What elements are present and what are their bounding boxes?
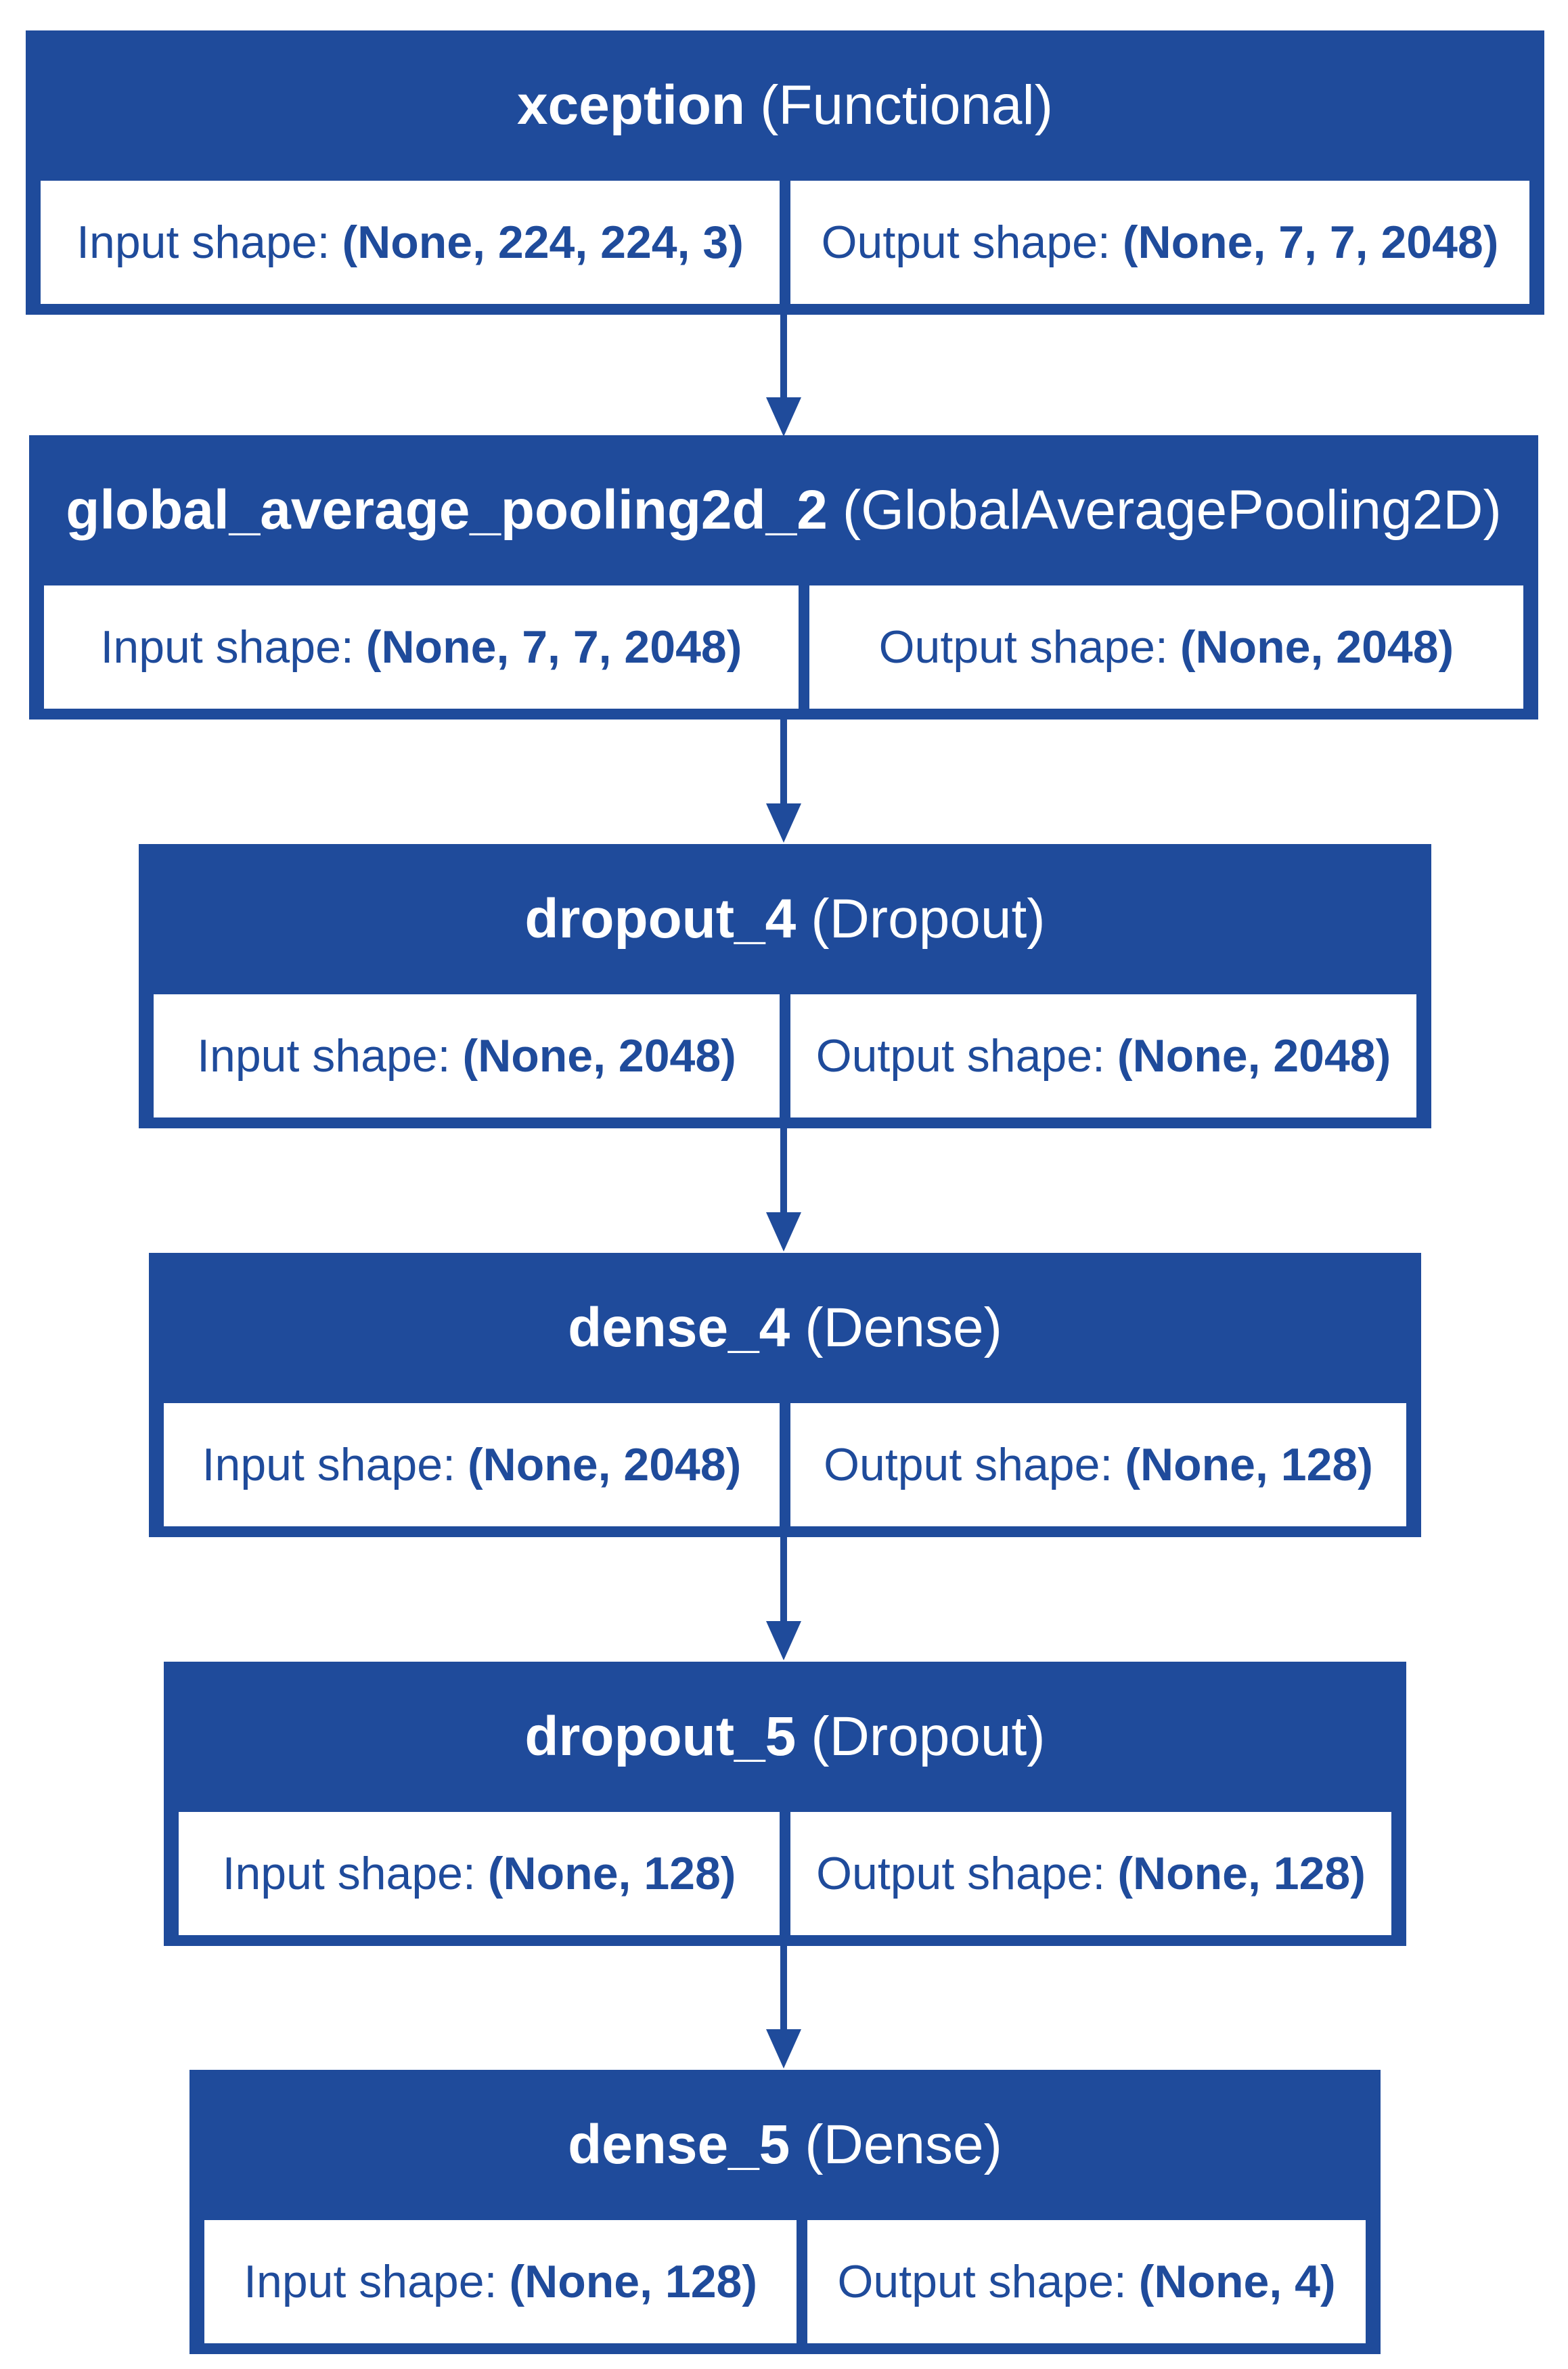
layer-node-dense-4: dense_4 (Dense) Input shape: (None, 2048…	[149, 1253, 1421, 1537]
input-shape-cell: Input shape: (None, 224, 224, 3)	[41, 181, 780, 304]
output-shape-value: (None, 7, 7, 2048)	[1122, 217, 1499, 268]
layer-node-global-average-pooling2d-2: global_average_pooling2d_2 (GlobalAverag…	[29, 435, 1538, 719]
output-shape-label: Output shape:	[878, 621, 1168, 673]
arrow-down-icon	[766, 1212, 801, 1252]
arrow-line	[780, 718, 787, 809]
output-shape-label: Output shape:	[821, 217, 1111, 268]
connector-arrow	[763, 718, 804, 843]
layer-type: (Dropout)	[811, 888, 1046, 950]
input-shape-label: Input shape:	[197, 1030, 451, 1082]
layer-title: global_average_pooling2d_2 (GlobalAverag…	[29, 435, 1538, 585]
layer-name: dense_5	[568, 2114, 790, 2175]
input-shape-label: Input shape:	[202, 1439, 455, 1490]
layer-type: (Dense)	[805, 2114, 1002, 2175]
layer-node-xception: xception (Functional) Input shape: (None…	[26, 30, 1544, 315]
arrow-line	[780, 1536, 787, 1626]
input-shape-value: (None, 128)	[509, 2256, 757, 2307]
layer-type: (Dense)	[805, 1297, 1002, 1358]
input-shape-label: Input shape:	[222, 1848, 476, 1899]
layer-name: dropout_5	[524, 1706, 797, 1767]
layer-name: xception	[516, 74, 746, 136]
connector-arrow	[763, 1945, 804, 2068]
connector-arrow	[763, 1127, 804, 1252]
output-shape-cell: Output shape: (None, 2048)	[809, 585, 1523, 709]
input-shape-cell: Input shape: (None, 128)	[204, 2220, 797, 2343]
output-shape-cell: Output shape: (None, 4)	[807, 2220, 1366, 2343]
input-shape-cell: Input shape: (None, 2048)	[154, 994, 780, 1117]
layer-node-dense-5: dense_5 (Dense) Input shape: (None, 128)…	[189, 2070, 1381, 2354]
arrow-down-icon	[766, 2029, 801, 2068]
input-shape-label: Input shape:	[100, 621, 354, 673]
layer-title: dropout_4 (Dropout)	[139, 844, 1431, 994]
shape-cells: Input shape: (None, 7, 7, 2048) Output s…	[29, 585, 1538, 709]
layer-node-dropout-5: dropout_5 (Dropout) Input shape: (None, …	[164, 1662, 1406, 1946]
layer-type: (GlobalAveragePooling2D)	[842, 479, 1502, 541]
layer-name: dense_4	[568, 1297, 790, 1358]
shape-cells: Input shape: (None, 2048) Output shape: …	[139, 994, 1431, 1117]
layer-title: dense_4 (Dense)	[149, 1253, 1421, 1403]
input-shape-cell: Input shape: (None, 2048)	[164, 1403, 780, 1526]
output-shape-cell: Output shape: (None, 128)	[790, 1812, 1391, 1935]
connector-arrow	[763, 313, 804, 437]
output-shape-value: (None, 128)	[1117, 1848, 1366, 1899]
layer-name: global_average_pooling2d_2	[66, 479, 828, 541]
output-shape-value: (None, 2048)	[1117, 1030, 1391, 1082]
layer-title: xception (Functional)	[26, 30, 1544, 181]
output-shape-value: (None, 4)	[1138, 2256, 1336, 2307]
shape-cells: Input shape: (None, 128) Output shape: (…	[189, 2220, 1381, 2343]
arrow-down-icon	[766, 397, 801, 437]
output-shape-cell: Output shape: (None, 2048)	[790, 994, 1416, 1117]
input-shape-label: Input shape:	[244, 2256, 497, 2307]
arrow-line	[780, 1945, 787, 2035]
input-shape-cell: Input shape: (None, 7, 7, 2048)	[44, 585, 799, 709]
arrow-line	[780, 1127, 787, 1218]
output-shape-label: Output shape:	[815, 1030, 1105, 1082]
output-shape-label: Output shape:	[824, 1439, 1113, 1490]
input-shape-value: (None, 2048)	[467, 1439, 742, 1490]
output-shape-label: Output shape:	[837, 2256, 1127, 2307]
shape-cells: Input shape: (None, 224, 224, 3) Output …	[26, 181, 1544, 304]
input-shape-value: (None, 2048)	[462, 1030, 736, 1082]
layer-node-dropout-4: dropout_4 (Dropout) Input shape: (None, …	[139, 844, 1431, 1128]
input-shape-value: (None, 7, 7, 2048)	[365, 621, 742, 673]
shape-cells: Input shape: (None, 2048) Output shape: …	[149, 1403, 1421, 1526]
connector-arrow	[763, 1536, 804, 1660]
layer-name: dropout_4	[524, 888, 797, 950]
layer-title: dense_5 (Dense)	[189, 2070, 1381, 2220]
shape-cells: Input shape: (None, 128) Output shape: (…	[164, 1812, 1406, 1935]
arrow-down-icon	[766, 1621, 801, 1660]
layer-type: (Dropout)	[811, 1706, 1046, 1767]
layer-type: (Functional)	[760, 74, 1054, 136]
output-shape-value: (None, 2048)	[1180, 621, 1454, 673]
arrow-down-icon	[766, 803, 801, 843]
output-shape-value: (None, 128)	[1125, 1439, 1373, 1490]
output-shape-cell: Output shape: (None, 7, 7, 2048)	[790, 181, 1529, 304]
layer-title: dropout_5 (Dropout)	[164, 1662, 1406, 1812]
input-shape-value: (None, 224, 224, 3)	[342, 217, 744, 268]
arrow-line	[780, 313, 787, 403]
output-shape-label: Output shape:	[816, 1848, 1106, 1899]
output-shape-cell: Output shape: (None, 128)	[790, 1403, 1406, 1526]
input-shape-label: Input shape:	[76, 217, 330, 268]
input-shape-cell: Input shape: (None, 128)	[179, 1812, 780, 1935]
input-shape-value: (None, 128)	[487, 1848, 736, 1899]
